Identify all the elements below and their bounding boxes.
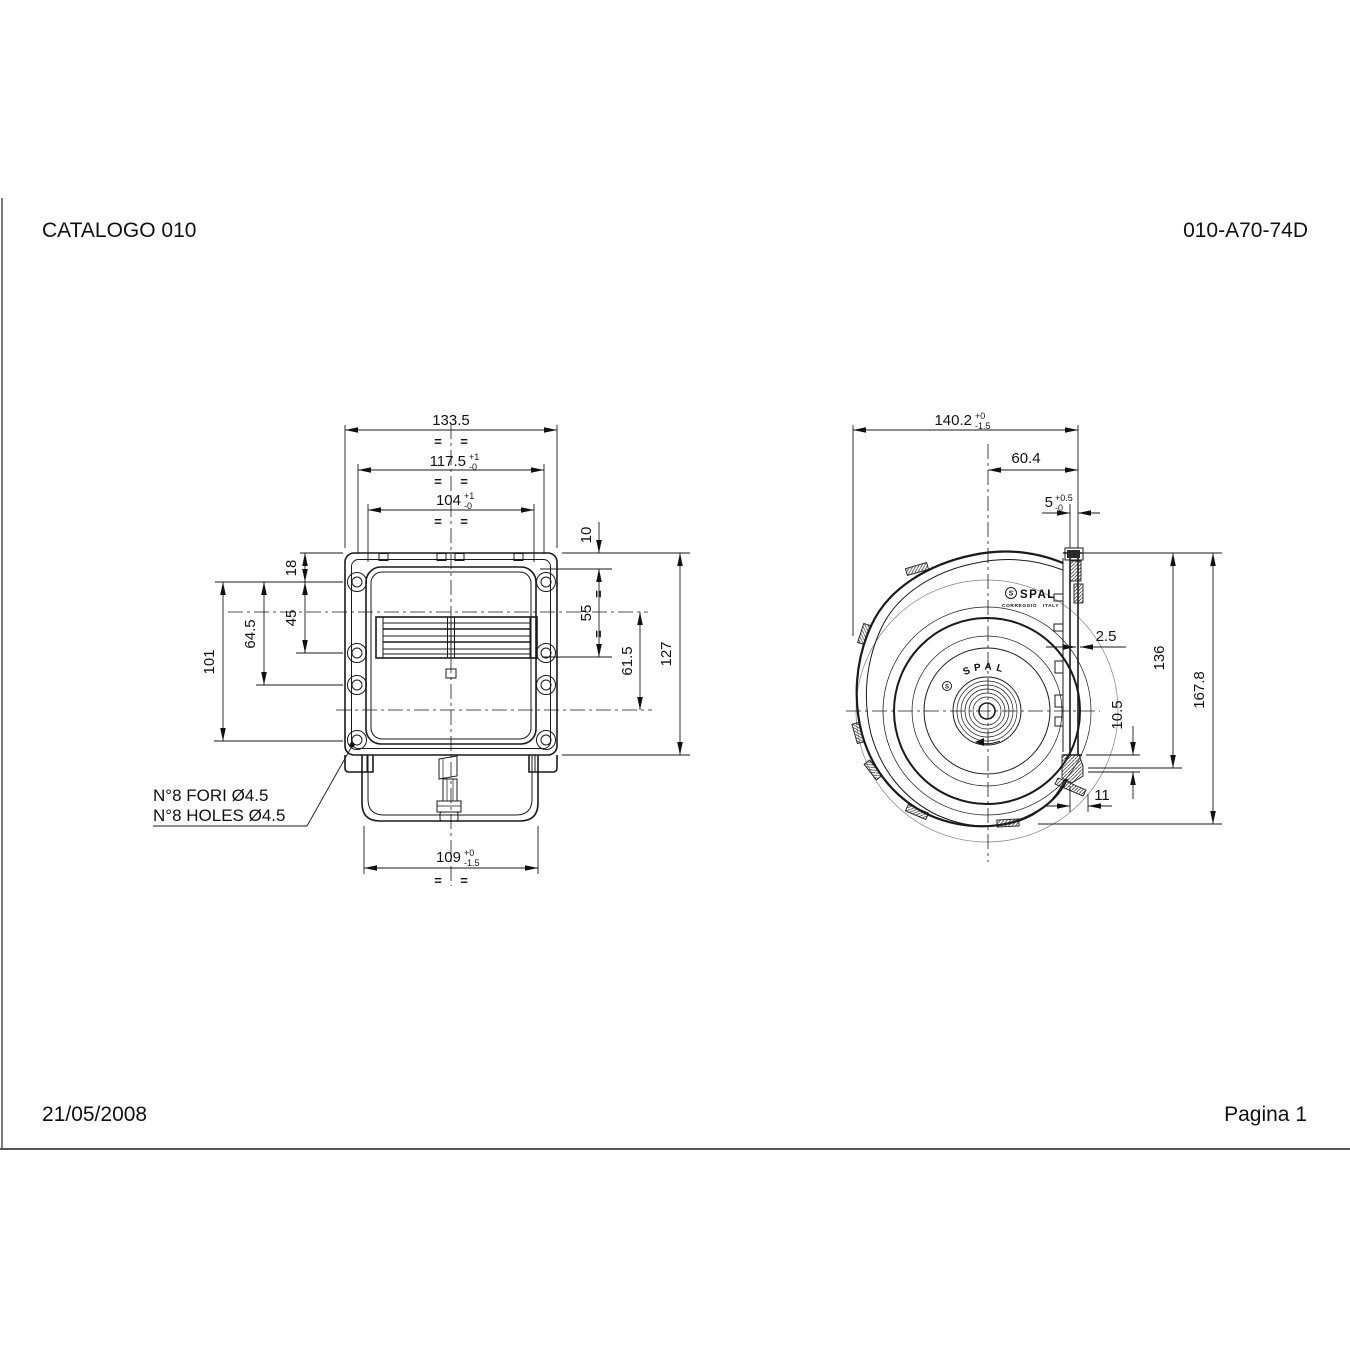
dim-hole-pitch-full: 101: [201, 649, 218, 674]
hub-circle-s-icon: [942, 681, 952, 691]
symmetry-mark: =: [434, 873, 442, 888]
symmetry-mark: =: [591, 590, 606, 598]
dim-outlet-center-offset: 61.5: [619, 646, 636, 675]
dim-flange-width-tol-plus: +1: [469, 452, 479, 462]
dim-side-overall-height: 167.8: [1191, 671, 1208, 709]
front-extension-lines: [214, 425, 690, 874]
dim-hole-pitch-mid: 64.5: [242, 619, 259, 648]
symmetry-mark: =: [434, 474, 442, 489]
spal-logo-top: S SPAL CORREGGIO ITALY: [1002, 587, 1059, 609]
front-impeller-grille: [375, 616, 538, 659]
dim-top-offset: 10: [578, 527, 595, 544]
symmetry-mark: =: [460, 514, 468, 529]
symmetry-mark: =: [434, 514, 442, 529]
symmetry-mark: =: [591, 630, 606, 638]
dim-center-to-flange: 60.4: [1011, 450, 1040, 467]
front-opening-lip: [370, 571, 532, 740]
spal-circle-s-letter: S: [1009, 591, 1014, 598]
front-top-clips: [378, 553, 524, 561]
dim-overall-depth: 140.2: [934, 412, 972, 429]
scroll-housing-inner: [865, 559, 1066, 827]
page-border-bottom: [0, 1148, 1350, 1150]
dim-flange-thickness-tol-minus: -0: [1055, 503, 1063, 513]
side-retaining-clips: [1054, 547, 1087, 797]
front-view-drawing: 133.5 = = 117.5 +1 -0 = = 104 +1 -0 = = …: [153, 412, 690, 888]
date-label: 21/05/2008: [42, 1103, 148, 1126]
hub-circle-s-letter: S: [945, 685, 949, 691]
dim-overall-depth-tol-minus: -1.5: [975, 421, 991, 431]
dim-hole-pitch-small: 45: [283, 610, 300, 627]
dim-opening-width: 104: [436, 492, 461, 509]
dim-flange-height: 136: [1151, 645, 1168, 670]
holes-note-leader-dot: [349, 742, 355, 748]
holes-note-leader: [306, 745, 353, 827]
dim-opening-height: 55: [578, 605, 595, 622]
dim-outlet-offset: 11: [1094, 787, 1110, 804]
page-border-left: [1, 198, 3, 1149]
front-dimension-lines: [220, 427, 683, 871]
dim-overall-height: 127: [658, 641, 675, 666]
svg-text:SPAL: SPAL: [962, 662, 1008, 678]
front-flange-outline: [344, 552, 558, 756]
front-center-tab: [445, 668, 457, 679]
symmetry-mark: =: [434, 434, 442, 449]
dim-overall-width: 133.5: [432, 412, 470, 429]
spal-country-text: ITALY: [1043, 603, 1059, 609]
dim-clip-height: 10.5: [1109, 700, 1126, 729]
spal-brand-text: SPAL: [1020, 589, 1056, 601]
front-screw-holes: [347, 572, 556, 750]
page-number-label: Pagina 1: [1224, 1103, 1307, 1126]
front-mounting-feet: [344, 755, 558, 773]
dim-flange-width: 117.5: [430, 453, 466, 470]
dim-outlet-width: 109: [436, 849, 461, 866]
spal-circle-s-icon: [1005, 587, 1017, 599]
holes-note-english: N°8 HOLES Ø4.5: [153, 806, 285, 825]
rotation-direction-arrow: [975, 738, 1001, 746]
hub-brand-text: SPAL: [962, 662, 1004, 678]
part-code: 010-A70-74D: [1183, 219, 1308, 242]
spal-hub-logo: S SPAL: [942, 662, 1008, 691]
motor-impeller-circles: [855, 579, 1119, 843]
symmetry-mark: =: [460, 873, 468, 888]
side-dimension-lines: [853, 427, 1216, 824]
dim-flange-thickness-tol-plus: +0.5: [1055, 493, 1073, 503]
dim-opening-width-tol-plus: +1: [464, 491, 474, 501]
side-flange-tabs: [1053, 593, 1064, 727]
dim-tab-offset: 2.5: [1096, 628, 1117, 645]
side-view-drawing: S SPAL CORREGGIO ITALY S SPAL: [846, 411, 1222, 862]
dim-opening-width-tol-minus: -0: [464, 501, 472, 511]
symmetry-mark: =: [460, 434, 468, 449]
symmetry-mark: =: [460, 474, 468, 489]
side-extension-lines: [852, 425, 1222, 825]
catalog-title: CATALOGO 010: [42, 219, 197, 242]
dim-flange-width-tol-minus: -0: [469, 462, 477, 472]
dim-outlet-width-tol-minus: -1.5: [464, 858, 480, 868]
holes-note-italian: N°8 FORI Ø4.5: [153, 786, 268, 805]
dim-hole-row-offset: 18: [283, 560, 300, 577]
front-outlet-duct: [361, 755, 539, 822]
scroll-rubber-pads: [851, 562, 1020, 828]
front-connector-clip: [436, 755, 462, 822]
spal-city-text: CORREGGIO: [1002, 603, 1037, 609]
dim-outlet-width-tol-plus: +0: [464, 848, 474, 858]
dim-overall-depth-tol-plus: +0: [975, 411, 985, 421]
dim-flange-thickness: 5: [1045, 494, 1053, 511]
